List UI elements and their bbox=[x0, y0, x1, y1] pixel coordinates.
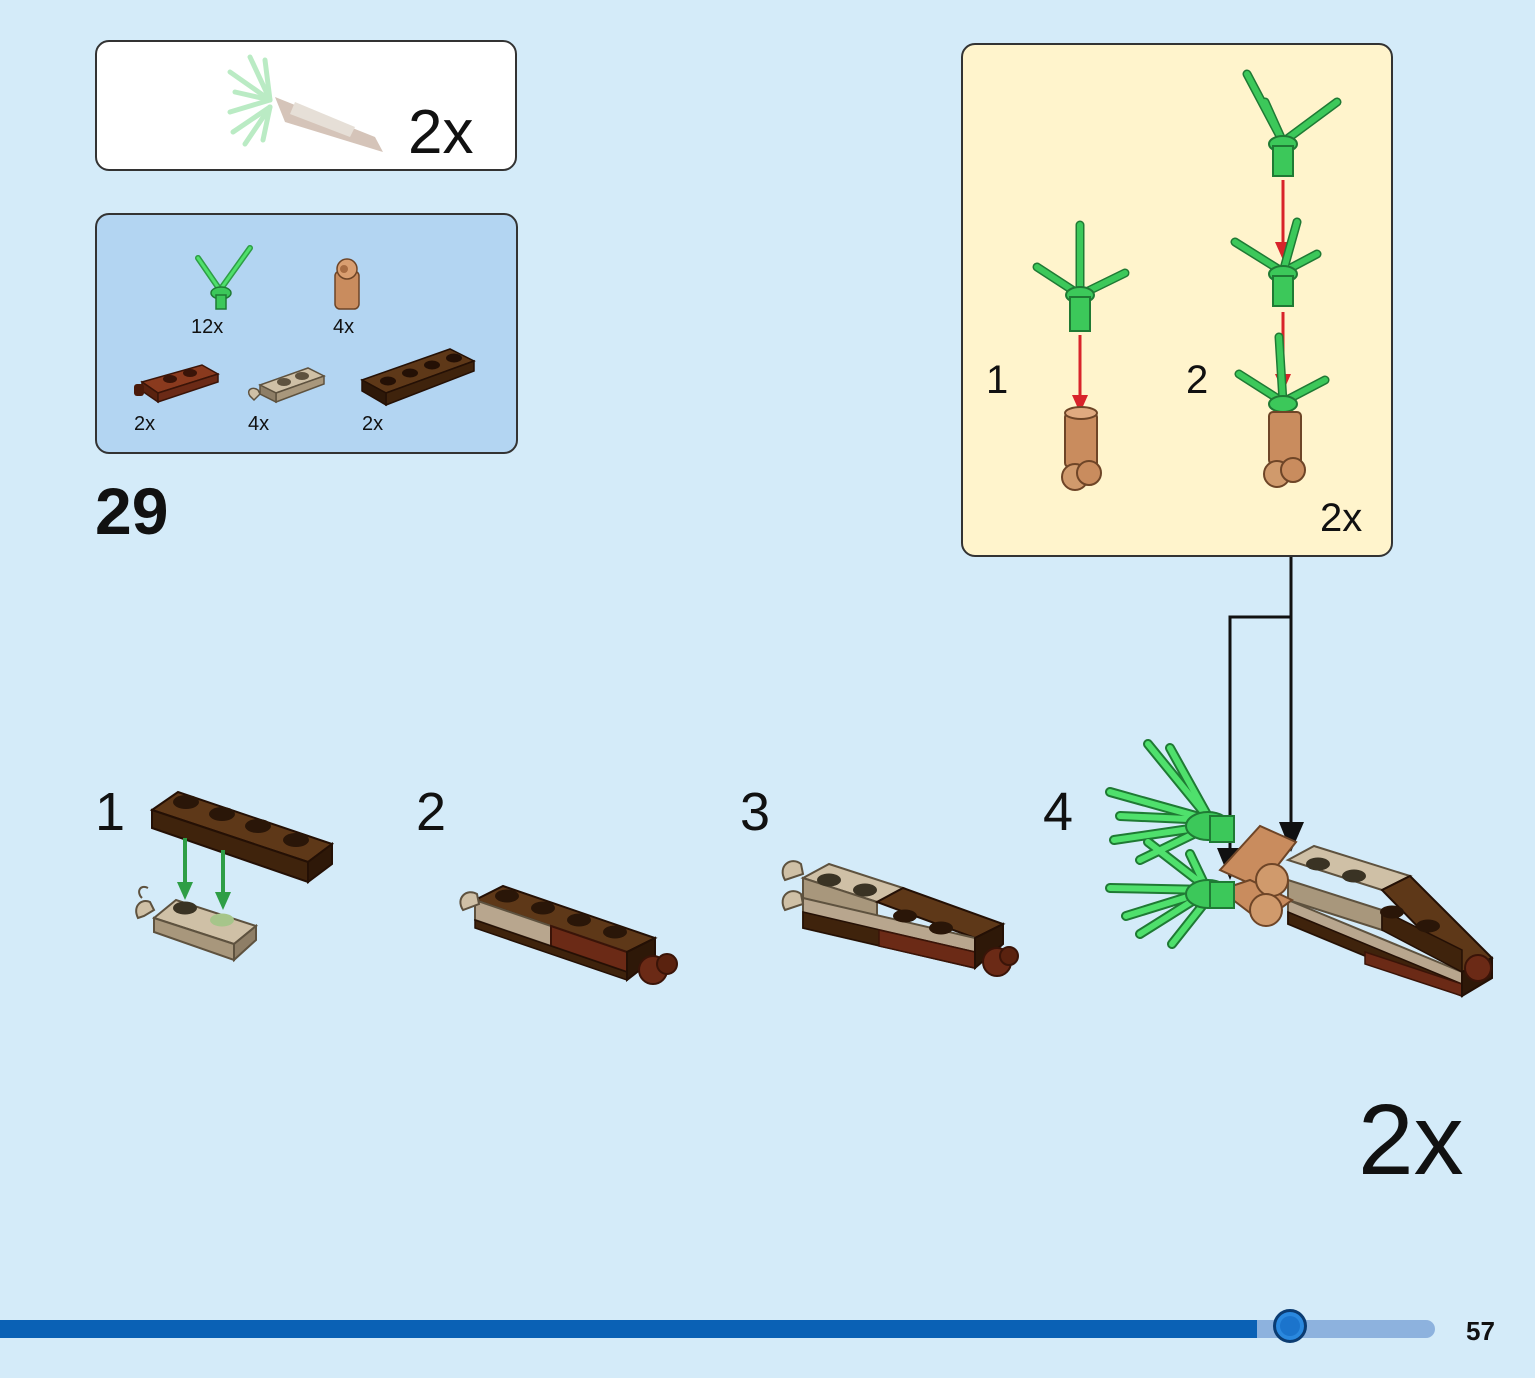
build-step-number: 3 bbox=[740, 782, 771, 842]
tan-arm-piece-icon bbox=[334, 258, 360, 310]
callout-multiplier: 2x bbox=[408, 98, 474, 167]
build-step-1-illustration bbox=[135, 790, 335, 963]
build-step-4-illustration bbox=[1105, 739, 1494, 998]
part-qty: 4x bbox=[248, 413, 270, 435]
part-qty: 2x bbox=[134, 413, 156, 435]
dark-brown-plate-icon bbox=[360, 348, 476, 407]
brown-hinge-plate-icon bbox=[134, 364, 220, 404]
build-step-3-illustration bbox=[781, 860, 1019, 977]
tan-clip-plate-icon bbox=[247, 367, 326, 404]
main-step-number: 29 bbox=[95, 474, 169, 548]
sub-step-2-illustration bbox=[1230, 69, 1342, 488]
sub-step-number: 2 bbox=[1186, 358, 1209, 402]
part-qty: 12x bbox=[191, 316, 224, 338]
faded-assembly-icon bbox=[227, 54, 383, 152]
progress-knob[interactable] bbox=[1273, 1309, 1307, 1343]
build-step-number: 1 bbox=[95, 782, 126, 842]
page-number: 57 bbox=[1466, 1316, 1495, 1346]
part-qty: 2x bbox=[362, 413, 384, 435]
sub-assembly-box bbox=[961, 43, 1393, 557]
callout-box-top bbox=[95, 40, 517, 171]
green-bar-holder-icon bbox=[195, 245, 253, 310]
build-step-number: 4 bbox=[1043, 782, 1074, 842]
build-step-2-illustration bbox=[459, 884, 678, 985]
part-qty: 4x bbox=[333, 316, 355, 338]
sub-assembly-multiplier: 2x bbox=[1320, 496, 1363, 540]
parts-list-box bbox=[95, 213, 518, 454]
sub-step-number: 1 bbox=[986, 358, 1009, 402]
step-multiplier: 2x bbox=[1358, 1084, 1464, 1196]
progress-fill bbox=[0, 1320, 1257, 1338]
sub-step-1-illustration bbox=[1032, 220, 1130, 491]
build-step-number: 2 bbox=[416, 782, 447, 842]
